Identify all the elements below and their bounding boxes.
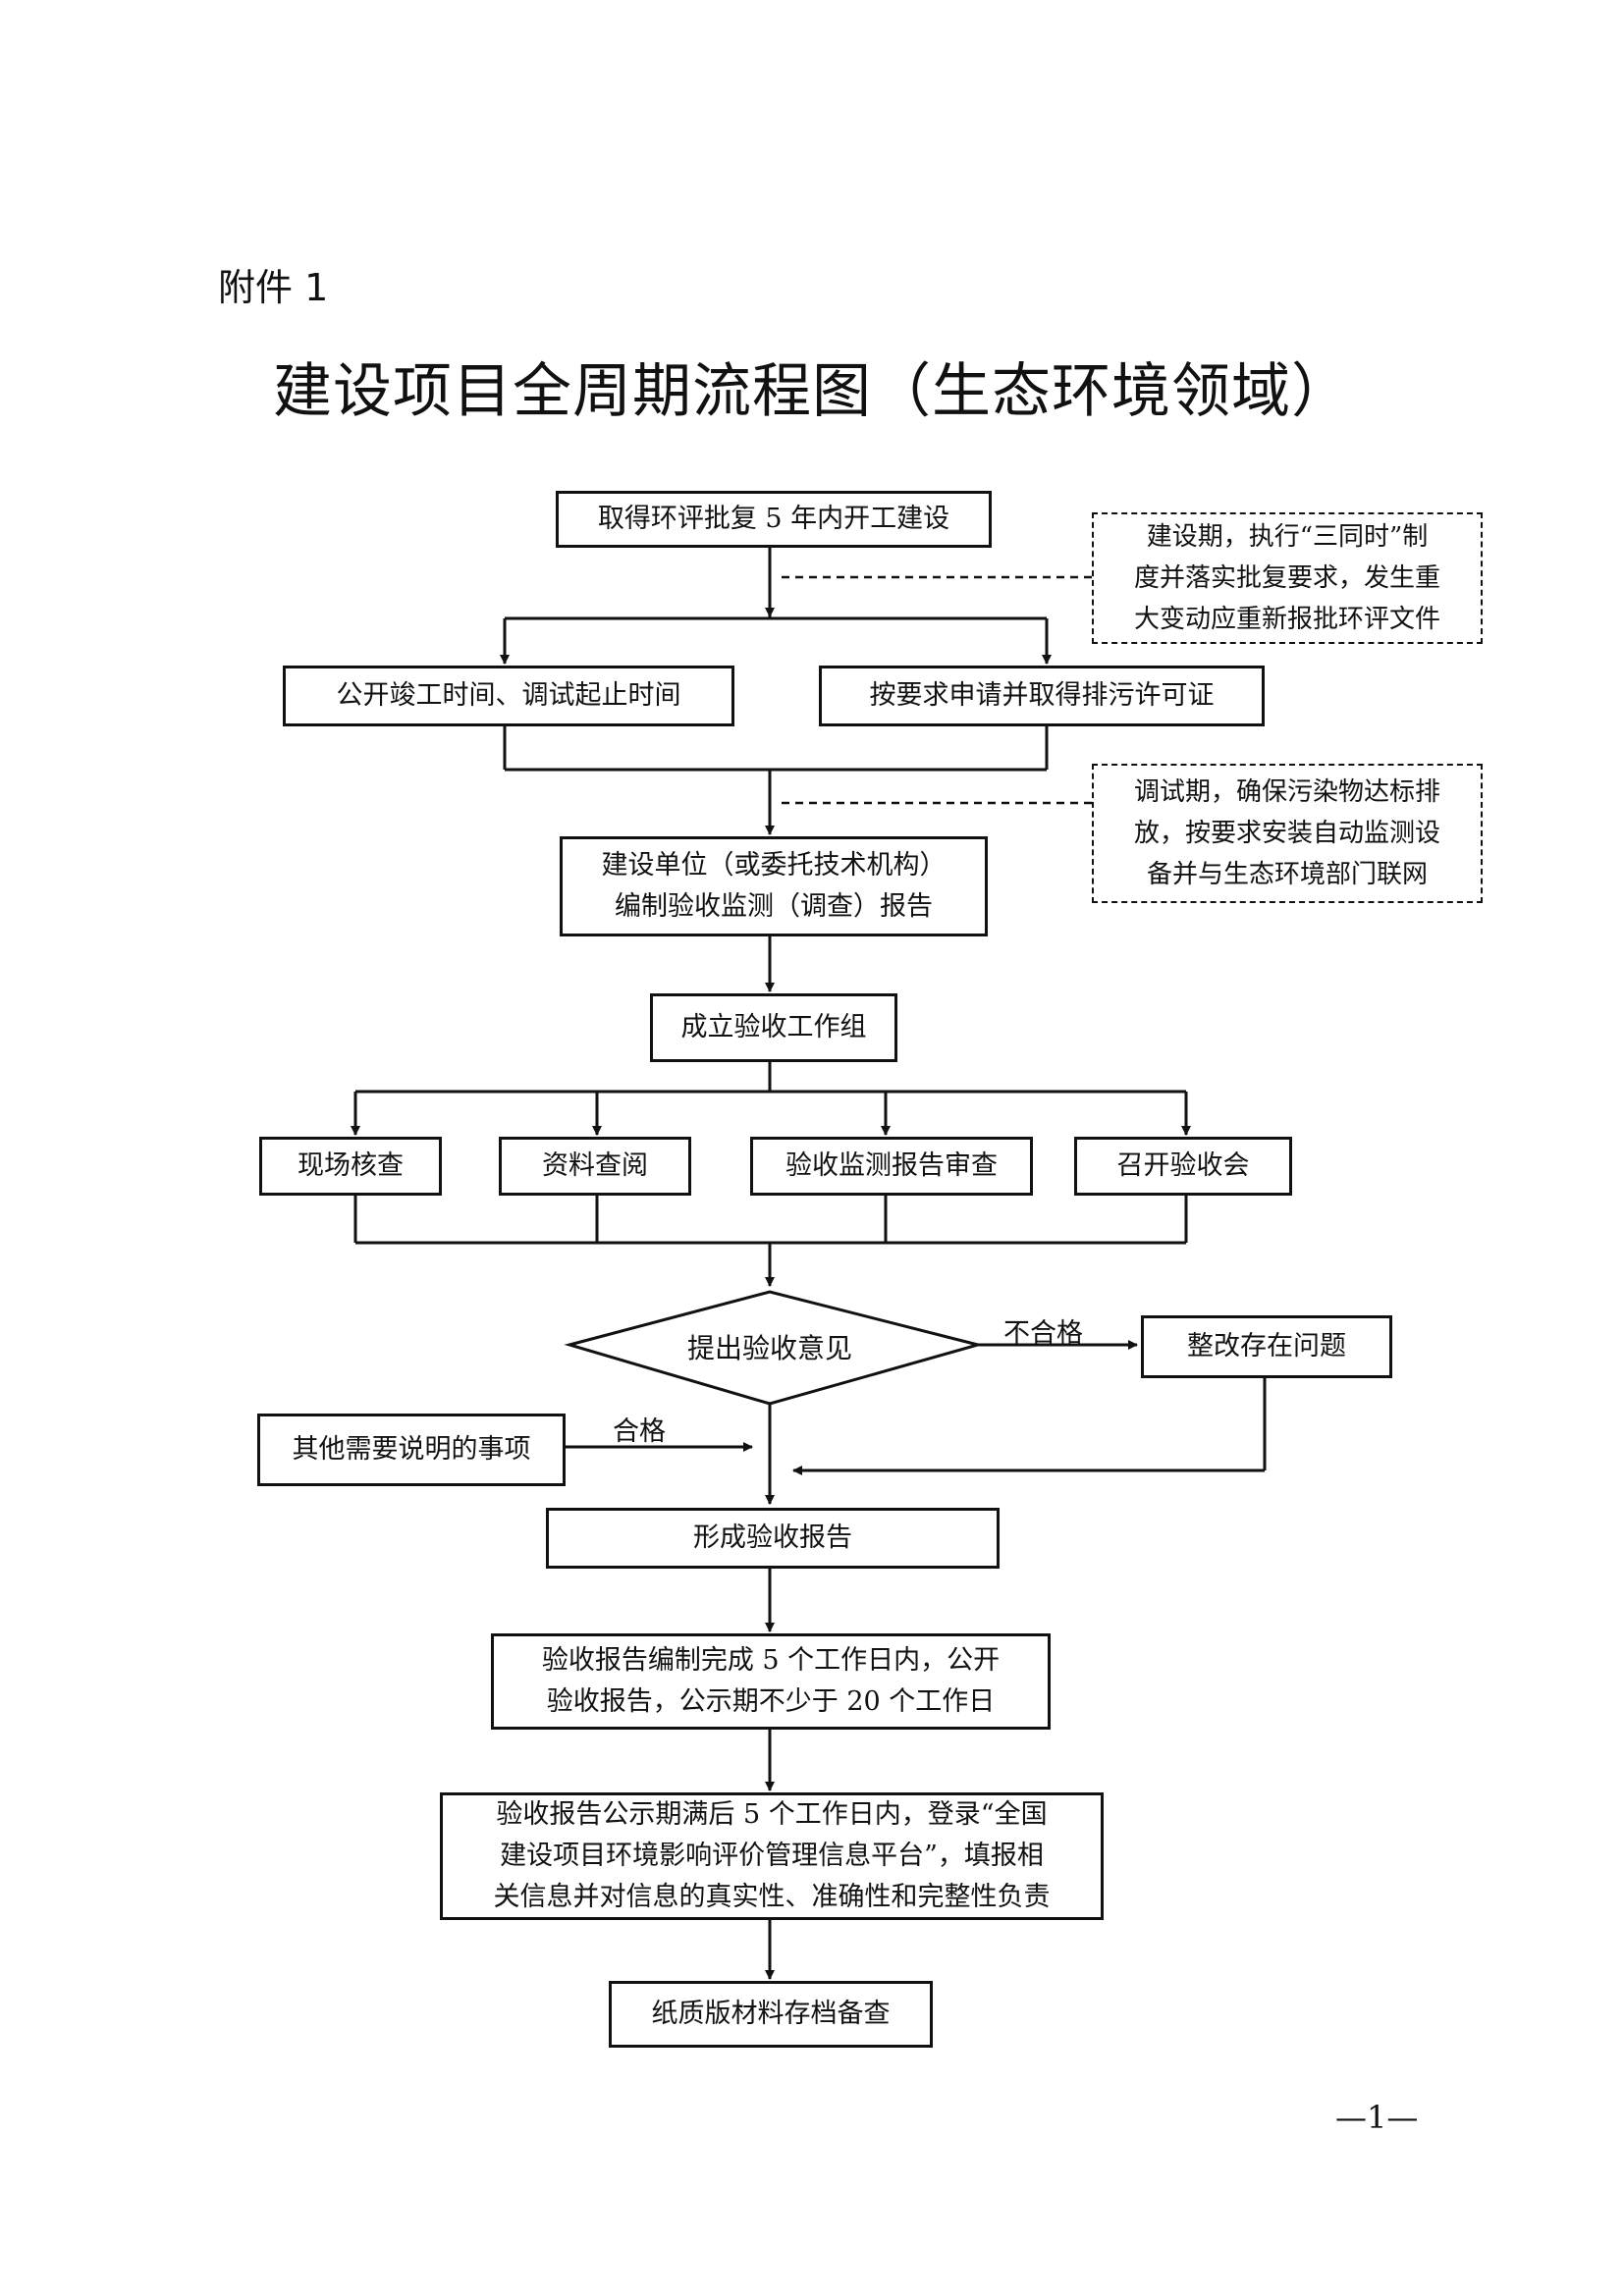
pollution-permit-box: 按要求申请并取得排污许可证 [819, 666, 1265, 726]
publish-times-box: 公开竣工时间、调试起止时间 [283, 666, 734, 726]
page-title: 建设项目全周期流程图（生态环境领域） [273, 357, 1351, 426]
debug-note: 调试期，确保污染物达标排 放，按要求安装自动监测设 备并与生态环境部门联网 [1092, 764, 1483, 903]
construction-note: 建设期，执行“三同时”制 度并落实批复要求，发生重 大变动应重新报批环评文件 [1092, 512, 1483, 644]
site-check-box: 现场核查 [259, 1137, 442, 1196]
archive-box: 纸质版材料存档备查 [609, 1981, 933, 2048]
compile-report-box: 建设单位（或委托技术机构） 编制验收监测（调查）报告 [560, 836, 988, 936]
rectify-box: 整改存在问题 [1141, 1315, 1392, 1378]
meeting-box: 召开验收会 [1074, 1137, 1292, 1196]
doc-review-box: 资料查阅 [499, 1137, 691, 1196]
form-group-box: 成立验收工作组 [650, 993, 897, 1062]
publish-report-box: 验收报告编制完成 5 个工作日内，公开 验收报告，公示期不少于 20 个工作日 [491, 1633, 1051, 1730]
pass-label: 合格 [613, 1416, 666, 1447]
other-items-box: 其他需要说明的事项 [257, 1414, 566, 1486]
start-box: 取得环评批复 5 年内开工建设 [556, 491, 992, 548]
form-report-box: 形成验收报告 [546, 1508, 1000, 1569]
platform-submit-box: 验收报告公示期满后 5 个工作日内，登录“全国 建设项目环境影响评价管理信息平台… [440, 1792, 1104, 1920]
report-review-box: 验收监测报告审查 [750, 1137, 1033, 1196]
page-number: —1— [1335, 2099, 1419, 2136]
fail-label: 不合格 [1003, 1318, 1083, 1349]
decision-text: 提出验收意见 [686, 1332, 852, 1364]
attachment-label: 附件 1 [218, 266, 329, 309]
